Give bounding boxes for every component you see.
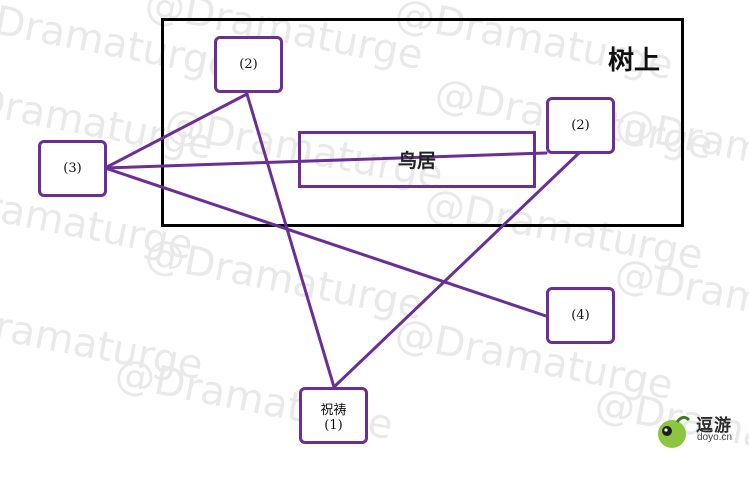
connector-lines xyxy=(103,92,581,389)
connector-line xyxy=(332,151,581,389)
node-label: (2) xyxy=(239,57,258,72)
node-top-right: (2) xyxy=(546,97,615,154)
connector-line xyxy=(103,92,249,170)
torii-label: 鸟居 xyxy=(397,150,436,172)
logo-title: 逗游 xyxy=(696,416,732,436)
node-label: (2) xyxy=(571,118,590,133)
node-left: (3) xyxy=(38,140,107,197)
node-label: (4) xyxy=(571,308,590,323)
tree-area-frame xyxy=(161,18,684,227)
area-label: 树上 xyxy=(608,46,661,76)
site-logo xyxy=(658,415,691,448)
node-top-left: (2) xyxy=(214,36,283,93)
node-bottom-prayer: 祝祷 (1) xyxy=(299,387,368,444)
connector-line xyxy=(245,92,336,389)
node-label: (3) xyxy=(63,161,82,176)
connector-line xyxy=(103,166,548,318)
connector-line xyxy=(103,151,548,170)
torii-box: 鸟居 xyxy=(298,131,536,188)
node-title: 祝祷 xyxy=(320,402,347,418)
node-label: (1) xyxy=(324,417,343,433)
node-right-bottom: (4) xyxy=(546,287,615,344)
logo-domain: doyo.cn xyxy=(697,432,733,443)
